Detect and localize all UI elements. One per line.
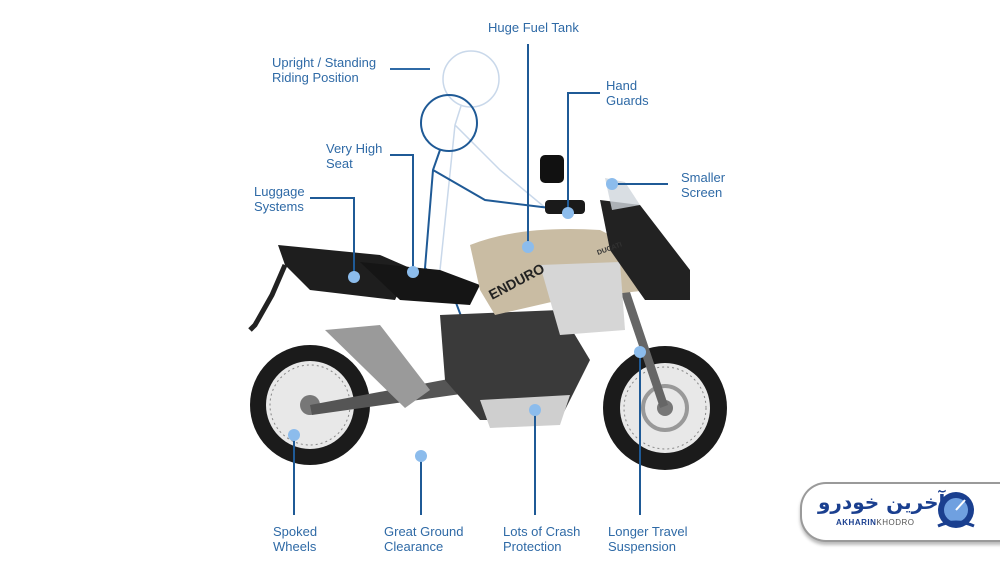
- license-bracket: [248, 264, 288, 332]
- callout-lines: [293, 44, 668, 515]
- logo-english-a: AKHARIN: [836, 518, 877, 527]
- dot-clearance: [415, 450, 427, 462]
- label-line-1: Upright / Standing: [272, 55, 377, 70]
- label-line-2: Clearance: [384, 539, 444, 554]
- label-line-2: Suspension: [608, 539, 676, 554]
- label-line-1: Great Ground: [384, 524, 464, 539]
- skid-plate: [480, 395, 570, 428]
- logo-english-text: AKHARINKHODRO: [836, 518, 915, 527]
- label-text: Huge Fuel Tank: [488, 20, 579, 35]
- side-panel: [540, 262, 625, 335]
- label-line-1: Lots of Crash: [503, 524, 581, 539]
- label-line-2: Systems: [254, 199, 304, 214]
- dot-screen: [606, 178, 618, 190]
- line-hand-guards: [567, 92, 600, 212]
- line-seat: [390, 154, 414, 270]
- motorcycle-illustration: ENDURO DUCATI: [248, 155, 727, 470]
- label-line-1: Luggage: [254, 184, 305, 199]
- label-line-1: Longer Travel: [608, 524, 688, 539]
- label-line-2: Riding Position: [272, 70, 359, 85]
- dot-crash: [529, 404, 541, 416]
- label-line-1: Smaller: [681, 170, 726, 185]
- dot-wheels: [288, 429, 300, 441]
- dot-seat: [407, 266, 419, 278]
- watermark-logo: آخرین خودرو AKHARINKHODRO: [800, 482, 1000, 542]
- logo-english-b: KHODRO: [876, 518, 915, 527]
- front-fairing: [600, 200, 690, 300]
- label-line-1: Hand: [606, 78, 638, 93]
- dot-fuel-tank: [522, 241, 534, 253]
- label-line-1: Very High: [326, 141, 383, 156]
- dot-hand-guards: [562, 207, 574, 219]
- seat: [360, 262, 480, 305]
- mirror: [540, 155, 564, 183]
- label-fuel-tank: Huge Fuel Tank: [488, 20, 579, 35]
- callout-dots: [288, 178, 646, 462]
- dot-luggage: [348, 271, 360, 283]
- dot-suspension: [634, 346, 646, 358]
- front-wheel: [603, 346, 727, 470]
- tail-section: [278, 245, 410, 300]
- label-line-2: Guards: [606, 93, 649, 108]
- gear-speedometer-icon: [937, 492, 975, 528]
- label-line-1: Spoked: [273, 524, 318, 539]
- label-line-2: Wheels: [273, 539, 317, 554]
- label-line-2: Protection: [503, 539, 562, 554]
- label-line-2: Screen: [681, 185, 723, 200]
- line-luggage: [310, 197, 355, 275]
- exhaust: [325, 325, 430, 408]
- engine: [440, 310, 590, 420]
- handguard: [545, 200, 585, 214]
- logo-persian-text: آخرین خودرو: [818, 490, 946, 514]
- label-line-2: Seat: [326, 156, 353, 171]
